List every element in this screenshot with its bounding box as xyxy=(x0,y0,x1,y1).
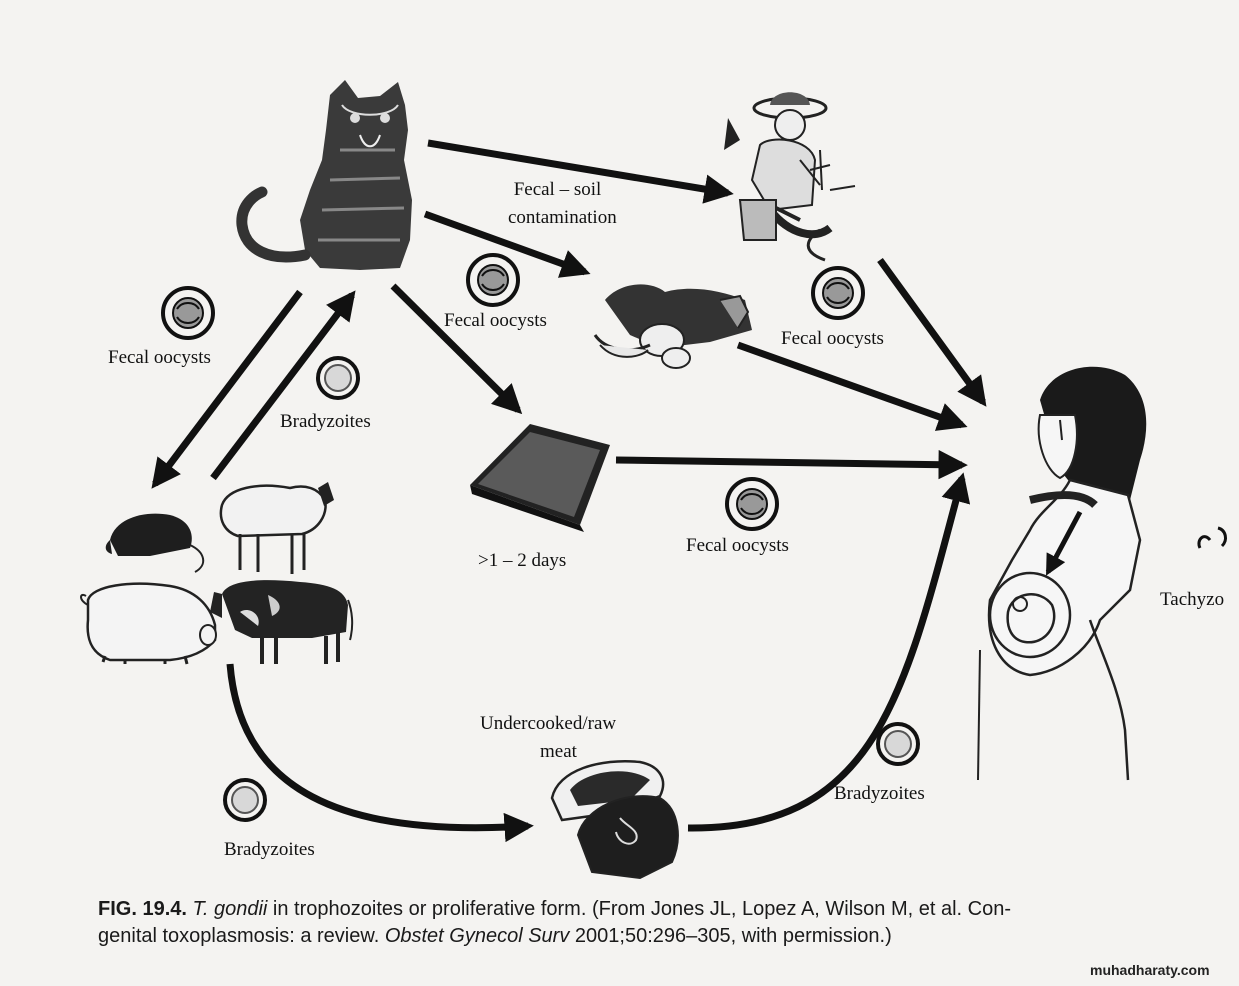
caption-species: T. gondii xyxy=(192,898,268,920)
label-fecal-oocysts-bottom: Fecal oocysts xyxy=(686,535,789,556)
arrows xyxy=(151,139,1083,843)
bradyzoite-cyst-icon-bottom-left xyxy=(223,778,267,822)
vegetables-illustration xyxy=(593,284,752,369)
label-fecal-oocysts-right: Fecal oocysts xyxy=(781,328,884,349)
caption-text-3: 2001;50:296–305, with permission.) xyxy=(569,925,892,947)
label-tachyzoites: Tachyzo xyxy=(1160,589,1225,610)
arrow-meat-to-woman xyxy=(687,472,971,832)
arrow-gardener-to-woman xyxy=(877,257,987,407)
arrow-litter-box-to-woman xyxy=(615,449,968,480)
caption-line-1: FIG. 19.4. T. gondii in trophozoites or … xyxy=(98,896,1228,923)
bradyzoite-cyst-icon-bottom-right xyxy=(876,722,920,766)
arrow-vegetables-to-woman xyxy=(736,341,968,431)
arrow-cat-to-gardener xyxy=(427,139,734,204)
label-bradyzoites-bottom-left: Bradyzoites xyxy=(224,839,315,860)
label-undercooked: Undercooked/raw xyxy=(480,713,617,734)
bradyzoite-cyst-icon-mid xyxy=(316,356,360,400)
litter-box-illustration xyxy=(470,424,610,532)
arrow-hosts-to-meat xyxy=(226,663,534,843)
intermediate-hosts-illustration xyxy=(80,482,354,665)
oocyst-icon-top xyxy=(466,253,520,307)
label-meat: meat xyxy=(540,741,577,762)
arrow-cat-to-hosts xyxy=(151,289,303,489)
arrow-to-fetus xyxy=(1045,510,1083,576)
oocyst-icons xyxy=(161,253,920,822)
label-fecal-soil: Fecal – soil xyxy=(513,179,602,200)
pregnant-woman-illustration xyxy=(977,366,1227,781)
caption-figure-number: FIG. 19.4. xyxy=(98,898,187,920)
arrow-cat-to-litter-box xyxy=(390,283,523,415)
caption-line-2: genital toxoplasmosis: a review. Obstet … xyxy=(98,923,1228,950)
raw-meat-illustration xyxy=(550,760,679,880)
gardener-illustration xyxy=(724,92,856,262)
caption-text-2: genital toxoplasmosis: a review. xyxy=(98,925,385,947)
watermark: muhadharaty.com xyxy=(1090,962,1210,978)
label-days: >1 – 2 days xyxy=(478,550,567,571)
label-contamination: contamination xyxy=(508,207,617,228)
arrow-cat-to-vegetables xyxy=(423,210,591,278)
caption-journal: Obstet Gynecol Surv xyxy=(384,925,570,947)
oocyst-icon-left xyxy=(161,286,215,340)
arrow-hosts-to-cat xyxy=(210,290,356,481)
oocyst-icon-right xyxy=(811,266,865,320)
figure-caption: FIG. 19.4. T. gondii in trophozoites or … xyxy=(98,896,1228,950)
cat-illustration xyxy=(236,80,412,270)
label-fecal-oocysts-top: Fecal oocysts xyxy=(444,310,547,331)
label-bradyzoites-mid: Bradyzoites xyxy=(280,411,371,432)
label-fecal-oocysts-left: Fecal oocysts xyxy=(108,347,211,368)
label-bradyzoites-bottom-right: Bradyzoites xyxy=(834,783,925,804)
caption-text-1: in trophozoites or proliferative form. (… xyxy=(267,898,1011,920)
oocyst-icon-bottom xyxy=(725,477,779,531)
